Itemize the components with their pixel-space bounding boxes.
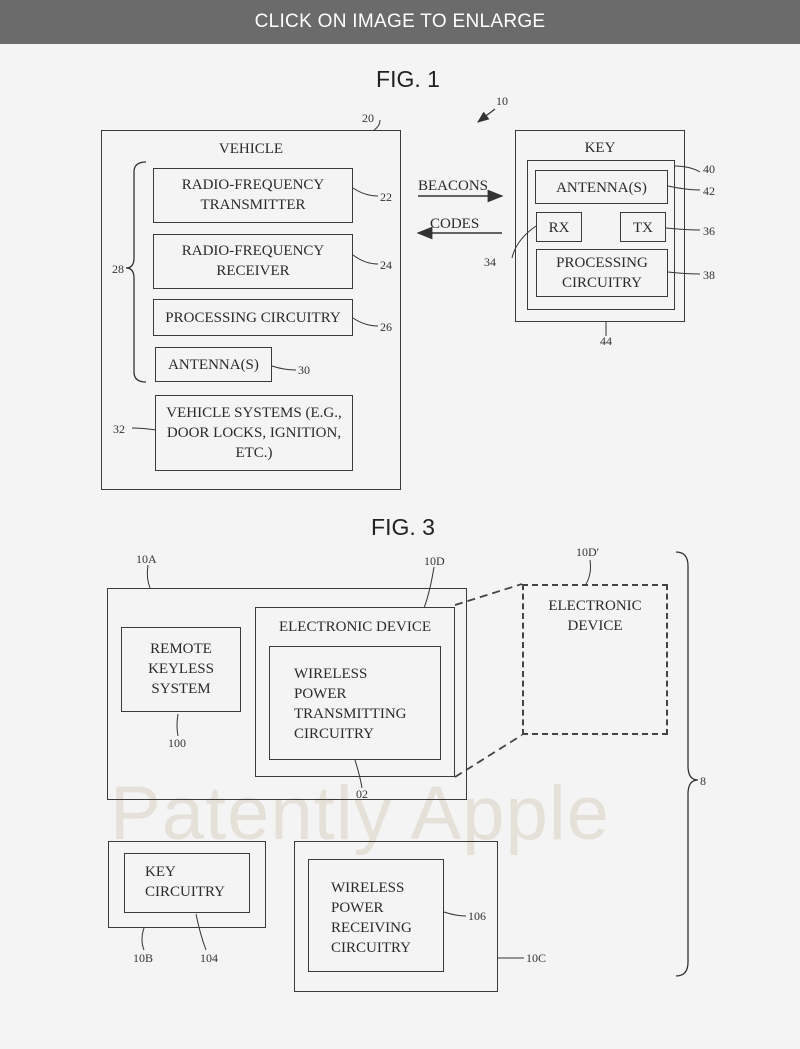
remote-keyless-box <box>121 627 241 712</box>
device-10d-prime-label: ELECTRONIC DEVICE <box>548 598 642 634</box>
key-circuitry-box <box>124 853 250 913</box>
vehicle-label: VEHICLE <box>218 141 284 157</box>
ref-104: 104 <box>200 951 218 965</box>
fig3-title: FIG. 3 <box>371 514 435 540</box>
device-10d-prime-box <box>522 584 668 735</box>
beacons-label: BEACONS <box>418 178 489 194</box>
key-label: KEY <box>584 140 616 156</box>
fig1-title: FIG. 1 <box>376 66 440 92</box>
rf-receiver-label: RADIO-FREQUENCY RECEIVER <box>181 243 325 279</box>
rf-transmitter-label: RADIO-FREQUENCY TRANSMITTER <box>181 177 325 213</box>
key-antenna-label: ANTENNA(S) <box>556 180 647 196</box>
ref-32: 32 <box>113 422 125 436</box>
tx-box <box>620 212 666 242</box>
ref-42: 42 <box>703 184 715 198</box>
key-processing-label: PROCESSING CIRCUITRY <box>556 255 648 291</box>
rf-receiver-box <box>153 234 353 289</box>
ref-38: 38 <box>703 268 715 282</box>
ref-36: 36 <box>703 224 715 238</box>
wpt-box <box>269 646 441 760</box>
ref-10c: 10C <box>526 951 547 965</box>
ref-30: 30 <box>298 363 310 377</box>
device-10c-box <box>294 841 498 992</box>
processing-box <box>153 299 353 336</box>
ref-10: 10 <box>496 94 508 108</box>
ref-34: 34 <box>484 255 496 269</box>
key-circuitry-label: KEY CIRCUITRY <box>145 864 226 900</box>
tx-label: TX <box>633 220 653 236</box>
key-inner-box <box>527 160 675 310</box>
ref-10b: 10B <box>133 951 154 965</box>
brace-8 <box>675 551 699 977</box>
vehicle-antenna-box <box>155 347 272 382</box>
wpr-box <box>308 859 444 972</box>
processing-label: PROCESSING CIRCUITRY <box>165 310 341 326</box>
ref-10d-prime: 10D' <box>576 545 599 559</box>
codes-label: CODES <box>430 216 480 232</box>
device-10d-box <box>255 607 455 777</box>
ref-44: 44 <box>600 334 612 348</box>
brace-28 <box>125 161 147 383</box>
ref-40: 40 <box>703 162 715 176</box>
ref-100: 100 <box>168 736 186 750</box>
enlarge-banner[interactable]: CLICK ON IMAGE TO ENLARGE <box>0 0 800 44</box>
rx-box <box>536 212 582 242</box>
ref-24: 24 <box>380 258 392 272</box>
rx-label: RX <box>548 220 570 236</box>
vehicle-systems-label: VEHICLE SYSTEMS (E.G., DOOR LOCKS, IGNIT… <box>166 405 342 461</box>
vehicle-box <box>101 130 401 490</box>
device-10a-box <box>107 588 467 800</box>
key-outer-box <box>515 130 685 322</box>
wpt-label: WIRELESS POWER TRANSMITTING CIRCUITRY <box>294 666 407 742</box>
ref-106: 106 <box>468 909 486 923</box>
rf-transmitter-box <box>153 168 353 223</box>
ref-22: 22 <box>380 190 392 204</box>
key-processing-box <box>536 249 668 297</box>
ref-20: 20 <box>362 111 374 125</box>
ref-10a: 10A <box>136 552 157 566</box>
ref-02: 02 <box>356 787 368 801</box>
wpr-label: WIRELESS POWER RECEIVING CIRCUITRY <box>331 880 412 956</box>
device-10b-box <box>108 841 266 928</box>
ref-26: 26 <box>380 320 392 334</box>
vehicle-systems-box <box>155 395 353 471</box>
remote-keyless-label: REMOTE KEYLESS SYSTEM <box>148 641 214 697</box>
device-10d-label: ELECTRONIC DEVICE <box>278 619 432 635</box>
key-antenna-box <box>535 170 668 204</box>
vehicle-antenna-label: ANTENNA(S) <box>168 357 259 373</box>
ref-10d: 10D <box>424 554 445 568</box>
ref-8: 8 <box>700 774 706 788</box>
ref-28: 28 <box>112 262 124 276</box>
